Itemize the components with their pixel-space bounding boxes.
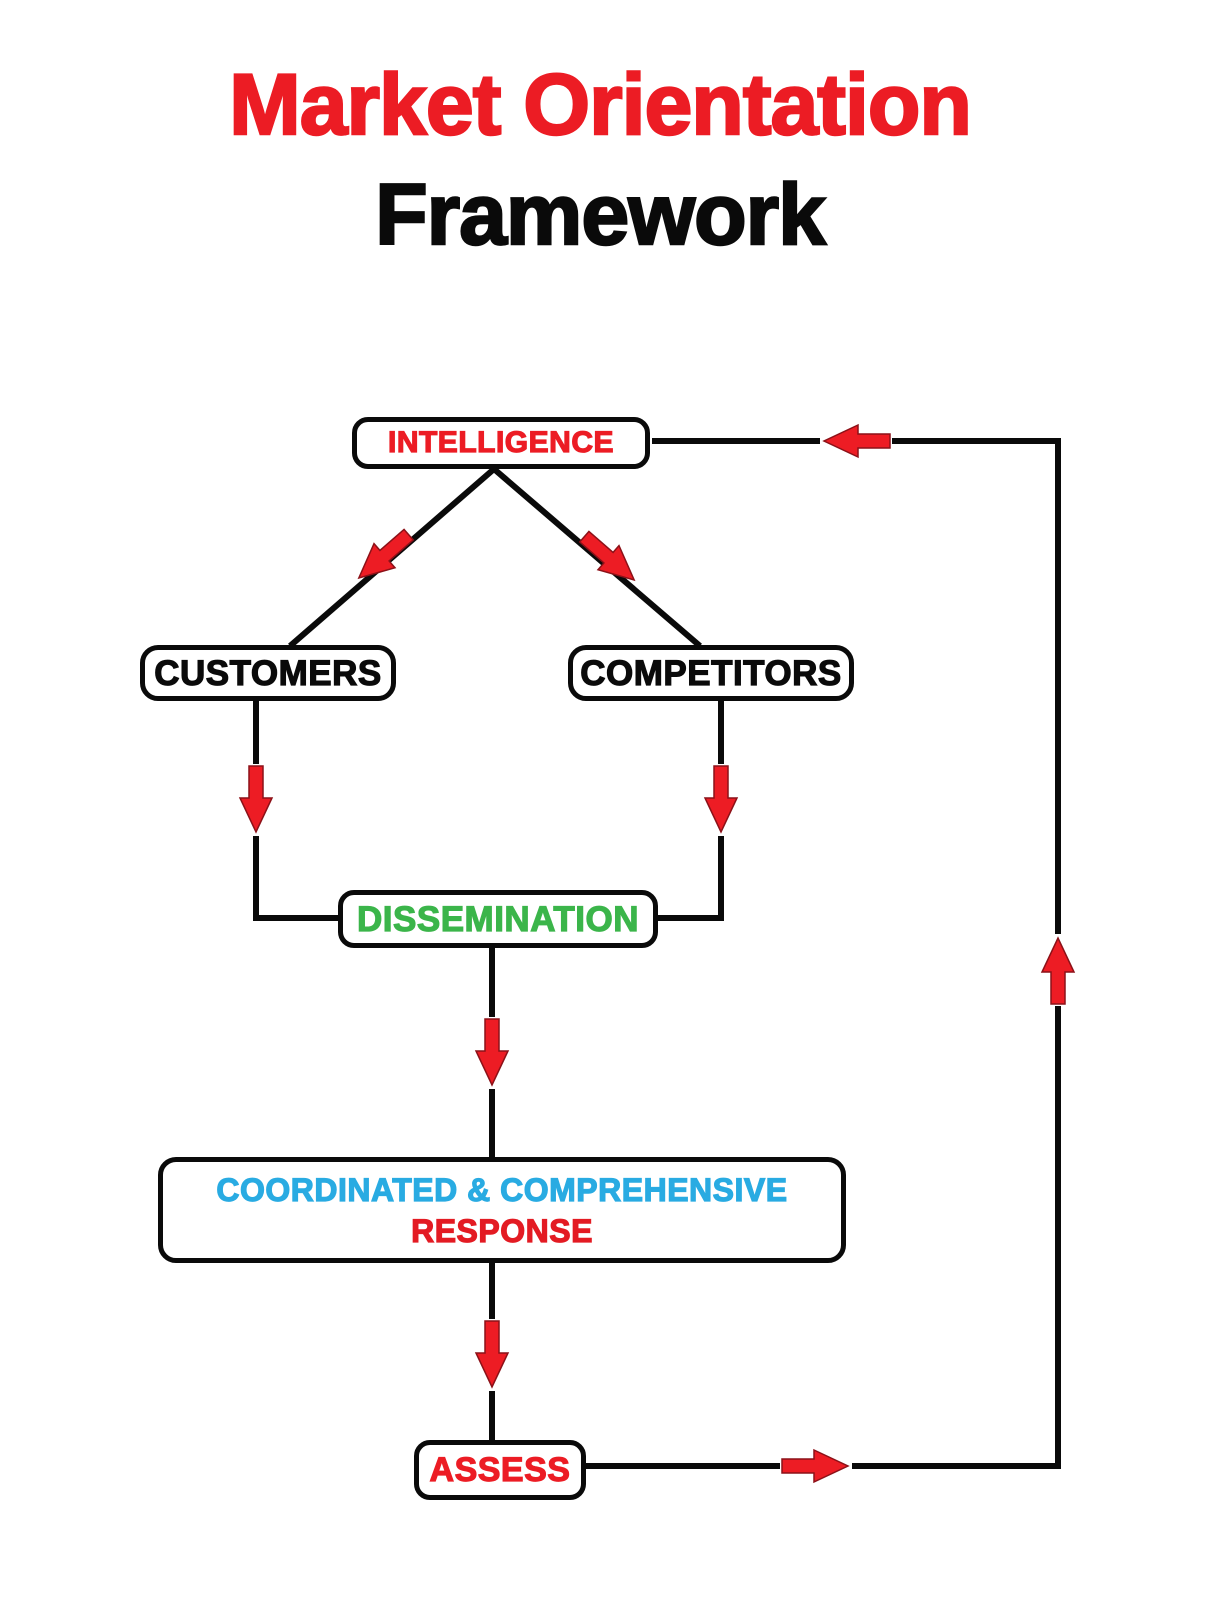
arrow-down-icon xyxy=(474,1018,510,1087)
node-customers-label: CUSTOMERS xyxy=(154,653,382,693)
arrow-left-icon xyxy=(822,423,891,459)
node-competitors: COMPETITORS xyxy=(568,645,854,701)
node-customers: CUSTOMERS xyxy=(140,645,396,701)
arrow-down-icon xyxy=(474,1320,510,1389)
node-intelligence-label: INTELLIGENCE xyxy=(387,426,614,459)
edge-feedback-bottom-corner xyxy=(852,1006,1061,1469)
page-title: Market Orientation xyxy=(228,57,973,153)
node-dissemination-label: DISSEMINATION xyxy=(356,899,639,939)
arrow-right-icon xyxy=(781,1448,850,1484)
arrow-down-right-icon xyxy=(578,530,636,582)
node-competitors-label: COMPETITORS xyxy=(580,653,842,693)
node-response-label-line1: COORDINATED & COMPREHENSIVE xyxy=(216,1171,788,1208)
node-response: COORDINATED & COMPREHENSIVE RESPONSE xyxy=(158,1157,846,1263)
node-dissemination: DISSEMINATION xyxy=(338,890,658,948)
node-assess-label: ASSESS xyxy=(429,1451,571,1489)
node-response-label-line2: RESPONSE xyxy=(410,1212,593,1249)
arrow-down-left-icon xyxy=(357,528,415,580)
edge-feedback-top-corner xyxy=(892,438,1061,934)
arrow-up-icon xyxy=(1040,936,1076,1005)
node-intelligence: INTELLIGENCE xyxy=(352,417,650,469)
arrow-down-icon xyxy=(703,765,739,834)
node-assess: ASSESS xyxy=(414,1440,586,1500)
arrow-down-icon xyxy=(238,765,274,834)
edge-customers-dissemination xyxy=(253,836,341,921)
page-subtitle: Framework xyxy=(374,167,827,263)
edge-competitors-dissemination xyxy=(655,836,724,921)
